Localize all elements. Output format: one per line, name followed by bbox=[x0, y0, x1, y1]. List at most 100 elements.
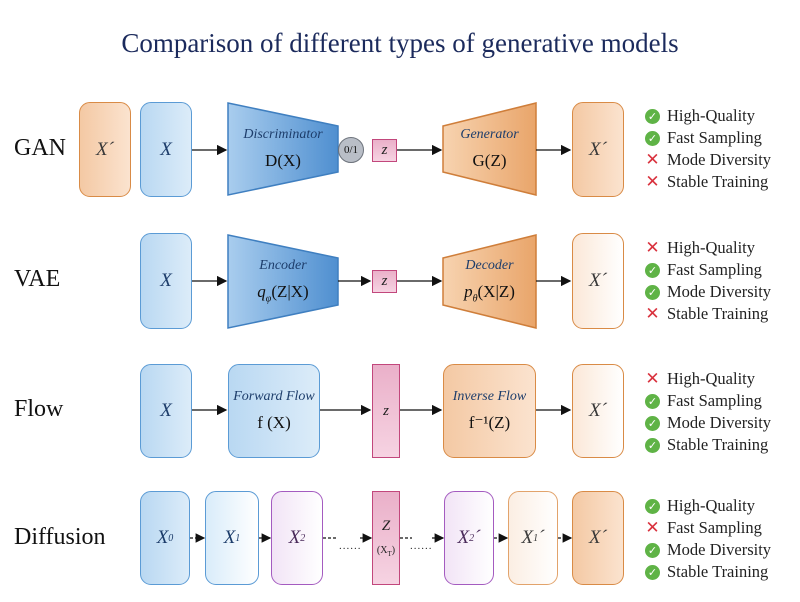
check-icon: ✓ bbox=[645, 498, 660, 514]
flow-latent-box: z bbox=[372, 364, 400, 458]
gan-output-box: X´ bbox=[572, 102, 624, 197]
forward-flow-box: Forward Flow f (X) bbox=[228, 364, 320, 458]
check-icon: ✓ bbox=[645, 564, 660, 580]
cross-icon: ✕ bbox=[645, 518, 660, 538]
property-label: Stable Training bbox=[667, 435, 769, 454]
gan-real-sample-box: X´ bbox=[79, 102, 131, 197]
property-item: ✕ Stable Training bbox=[645, 171, 771, 193]
inverse-flow-box: Inverse Flow f⁻¹(Z) bbox=[443, 364, 536, 458]
diffusion-output-box: X´ bbox=[572, 491, 624, 585]
property-label: Fast Sampling bbox=[667, 260, 762, 279]
row-label-diffusion: Diffusion bbox=[14, 524, 106, 550]
property-label: High-Quality bbox=[667, 106, 755, 125]
generator-label: Generator G(Z) bbox=[443, 127, 536, 171]
property-item: ✓Fast Sampling bbox=[645, 390, 771, 412]
property-label: Fast Sampling bbox=[667, 128, 762, 147]
generator-shape bbox=[442, 102, 537, 196]
vae-input-box: X bbox=[140, 233, 192, 329]
ellipsis-reverse: ...... bbox=[410, 540, 433, 552]
property-label: Stable Training bbox=[667, 562, 769, 581]
flow-input-box: X bbox=[140, 364, 192, 458]
gan-properties: ✓ High-Quality ✓ Fast Sampling ✕ Mode Diversi… bbox=[645, 105, 771, 193]
check-icon: ✓ bbox=[645, 437, 660, 453]
ellipsis-forward: ...... bbox=[339, 540, 362, 552]
property-label: High-Quality bbox=[667, 369, 755, 388]
property-item: ✕ Fast Sampling bbox=[645, 517, 771, 539]
check-icon: ✓ bbox=[645, 262, 660, 278]
check-icon: ✓ bbox=[645, 393, 660, 409]
discriminator-shape bbox=[227, 102, 339, 196]
real-fake-output-circle: 0/1 bbox=[338, 137, 364, 163]
gan-input-box: X bbox=[140, 102, 192, 197]
property-label: Mode Diversity bbox=[667, 413, 772, 432]
property-label: Mode Diversity bbox=[667, 282, 772, 301]
block-name: Encoder bbox=[259, 258, 307, 273]
property-item: ✓ Stable Training bbox=[645, 561, 771, 583]
property-item: ✓ Fast Sampling bbox=[645, 127, 771, 149]
cross-icon: ✕ bbox=[645, 150, 660, 170]
property-label: High-Quality bbox=[667, 496, 755, 515]
block-function: D(X) bbox=[265, 151, 301, 170]
row-label-gan: GAN bbox=[14, 135, 66, 161]
vae-latent-box: z bbox=[372, 270, 397, 293]
property-label: Mode Diversity bbox=[667, 150, 772, 169]
flow-properties: ✕High-Quality✓Fast Sampling✓Mode Diversi… bbox=[645, 368, 771, 456]
property-item: ✕ High-Quality bbox=[645, 368, 771, 390]
block-function: G(Z) bbox=[472, 151, 507, 170]
decoder-shape bbox=[442, 234, 537, 329]
cross-icon: ✕ bbox=[645, 369, 660, 389]
property-label: Stable Training bbox=[667, 304, 769, 323]
block-function: qφ(Z|X) bbox=[257, 282, 309, 305]
check-icon: ✓ bbox=[645, 108, 660, 124]
property-label: High-Quality bbox=[667, 238, 755, 257]
check-icon: ✓ bbox=[645, 542, 660, 558]
property-item: ✓ High-Quality bbox=[645, 495, 771, 517]
vae-properties: ✕ High-Quality ✓ Fast Sampling ✓ Mode Diversi… bbox=[645, 237, 771, 325]
block-name: Inverse Flow bbox=[452, 389, 527, 404]
block-function: f⁻¹(Z) bbox=[468, 413, 511, 432]
property-item: ✕ High-Quality bbox=[645, 237, 771, 259]
property-label: Mode Diversity bbox=[667, 540, 772, 559]
property-item: ✓ Mode Diversity bbox=[645, 281, 771, 303]
block-name: Decoder bbox=[465, 258, 514, 273]
property-label: Stable Training bbox=[667, 172, 769, 191]
check-icon: ✓ bbox=[645, 284, 660, 300]
cross-icon: ✕ bbox=[645, 238, 660, 258]
diffusion-properties: ✓ High-Quality ✕ Fast Sampling ✓ Mode Diversi… bbox=[645, 495, 771, 583]
block-name: Generator bbox=[460, 127, 519, 142]
block-name: Forward Flow bbox=[233, 389, 315, 404]
row-label-flow: Flow bbox=[14, 396, 64, 422]
diffusion-latent-box: Z (XT) bbox=[372, 491, 400, 585]
discriminator-label: Discriminator D(X) bbox=[228, 127, 338, 171]
block-function: pθ(X|Z) bbox=[464, 282, 515, 305]
decoder-label: Decoder pθ(X|Z) bbox=[443, 258, 536, 304]
block-function: f (X) bbox=[257, 413, 291, 432]
row-label-vae: VAE bbox=[14, 266, 61, 292]
page-title: Comparison of different types of generat… bbox=[121, 28, 679, 58]
gan-latent-box: z bbox=[372, 139, 397, 162]
property-item: ✕ Stable Training bbox=[645, 303, 771, 325]
vae-output-box: X´ bbox=[572, 233, 624, 329]
flow-output-box: X´ bbox=[572, 364, 624, 458]
property-item: ✕ Mode Diversity bbox=[645, 149, 771, 171]
block-name: Discriminator bbox=[243, 127, 323, 142]
property-item: ✓ Mode Diversity bbox=[645, 539, 771, 561]
encoder-shape bbox=[227, 234, 339, 329]
property-item: ✓ Fast Sampling bbox=[645, 259, 771, 281]
cross-icon: ✕ bbox=[645, 172, 660, 192]
check-icon: ✓ bbox=[645, 130, 660, 146]
property-item: ✓ Mode Diversity bbox=[645, 412, 771, 434]
encoder-label: Encoder qφ(Z|X) bbox=[228, 258, 338, 304]
check-icon: ✓ bbox=[645, 415, 660, 431]
cross-icon: ✕ bbox=[645, 304, 660, 324]
property-label: Fast Sampling bbox=[667, 518, 762, 537]
property-item: ✓ Stable Training bbox=[645, 434, 771, 456]
property-item: ✓ High-Quality bbox=[645, 105, 771, 127]
